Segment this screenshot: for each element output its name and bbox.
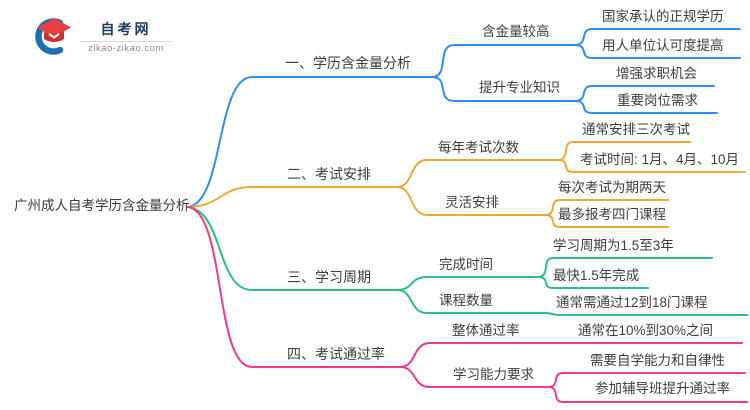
branch-1-leaf-2-1[interactable]: 增强求职机会	[616, 66, 697, 81]
branch-3-leaf-1-2-edge	[537, 276, 649, 289]
logo-domain: zikao-zikao.com	[88, 42, 164, 54]
branch-2-leaf-1-2-edge	[557, 159, 746, 173]
branch-2-leaf-2-2[interactable]: 最多报考四门课程	[558, 207, 666, 222]
branch-1-edge	[187, 76, 433, 208]
branch-1-leaf-1-2-edge	[574, 44, 741, 59]
branch-4-subtopic-2[interactable]: 学习能力要求	[453, 367, 534, 382]
branch-4-subtopic-1[interactable]: 整体通过率	[452, 323, 520, 338]
branch-3-subtopic-2[interactable]: 课程数量	[439, 293, 493, 308]
branch-1-leaf-2-2[interactable]: 重要岗位需求	[617, 93, 698, 108]
branch-3-edge	[187, 206, 398, 291]
branch-2-subtopic-2[interactable]: 灵活安排	[445, 195, 499, 210]
branch-3-leaf-2-1-edge	[544, 312, 748, 316]
branch-4-leaf-2-2[interactable]: 参加辅导班提升通过率	[595, 381, 730, 396]
branch-1-subtopic-1[interactable]: 含金量较高	[482, 24, 550, 39]
branch-3-leaf-1-1[interactable]: 学习周期为1.5至3年	[553, 238, 674, 253]
branch-1-leaf-1-2[interactable]: 用人单位认可度提高	[602, 38, 724, 53]
branch-1-leaf-2-2-edge	[574, 100, 718, 114]
logo-title: 自考网	[100, 20, 152, 37]
cap-mark	[48, 33, 60, 39]
branch-3-topic[interactable]: 三、学习周期	[287, 269, 371, 285]
branch-4-leaf-2-2-edge	[547, 386, 748, 403]
branch-3-sub-1-edge	[396, 276, 539, 291]
branch-1-topic[interactable]: 一、学历含金量分析	[285, 55, 411, 71]
branch-4-sub-1-edge	[399, 342, 561, 368]
branch-3-sub-2-edge	[396, 289, 546, 314]
branch-1-subtopic-2[interactable]: 提升专业知识	[479, 80, 560, 95]
branch-4-topic[interactable]: 四、考试通过率	[287, 346, 385, 362]
branch-1-sub-2-edge	[431, 76, 576, 102]
branch-1-sub-1-edge	[431, 44, 576, 78]
branch-1-leaf-1-1[interactable]: 国家承认的正规学历	[602, 9, 724, 24]
branch-4-leaf-2-1[interactable]: 需要自学能力和自律性	[590, 353, 725, 368]
branch-2-subtopic-1[interactable]: 每年考试次数	[438, 140, 519, 155]
branch-4-leaf-1-1[interactable]: 通常在10%到30%之间	[578, 323, 714, 338]
branch-3-leaf-1-2[interactable]: 最快1.5年完成	[553, 268, 640, 283]
graduation-cap-icon	[35, 18, 71, 55]
branch-3-subtopic-1[interactable]: 完成时间	[439, 257, 493, 272]
branch-4-sub-2-edge	[399, 366, 549, 388]
root-node[interactable]: 广州成人自考学历含金量分析	[14, 198, 190, 213]
cap-top	[37, 18, 71, 37]
site-logo: 自考网 zikao-zikao.com	[30, 14, 172, 58]
branch-2-leaf-2-1[interactable]: 每次考试为期两天	[558, 180, 666, 195]
branch-2-sub-1-edge	[396, 159, 559, 188]
branch-3-leaf-2-1[interactable]: 通常需通过12到18门课程	[556, 295, 708, 310]
branch-2-topic[interactable]: 二、考试安排	[287, 166, 371, 182]
branch-2-leaf-1-1[interactable]: 通常安排三次考试	[582, 122, 690, 137]
branch-2-leaf-1-2[interactable]: 考试时间: 1月、4月、10月	[580, 152, 740, 167]
branch-2-edge	[187, 186, 398, 208]
logo-divider	[80, 40, 172, 42]
branch-2-sub-2-edge	[396, 186, 546, 216]
branch-2-leaf-2-2-edge	[544, 214, 669, 228]
branch-4-edge	[187, 206, 401, 368]
